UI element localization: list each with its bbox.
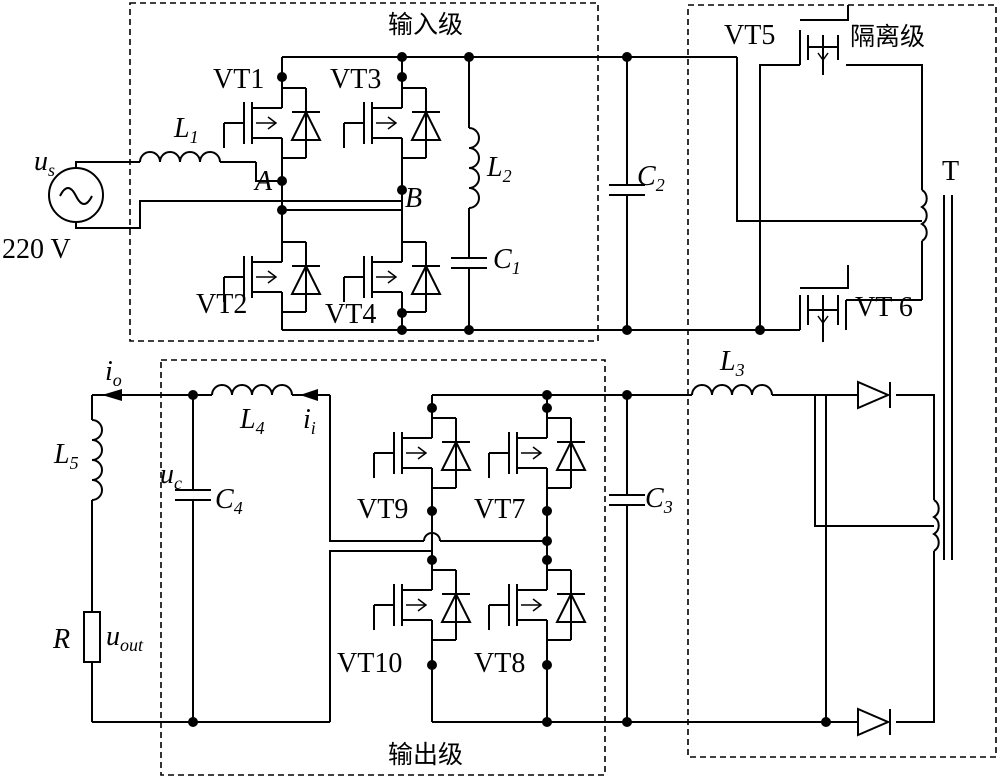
vt7-switch xyxy=(488,407,586,499)
output-stage-title: 输出级 xyxy=(388,740,463,769)
L5-label: L5 xyxy=(53,439,79,473)
vt6-label: VT 6 xyxy=(855,292,913,323)
vt1-label: VT1 xyxy=(213,64,264,95)
vt10-switch xyxy=(373,559,471,651)
R-label: R xyxy=(52,624,70,655)
input-stage-title: 输入级 xyxy=(388,10,463,39)
C4-label: C4 xyxy=(215,484,243,518)
vt2-label: VT2 xyxy=(196,289,247,320)
vt10-label: VT10 xyxy=(337,648,402,679)
output-stage-box xyxy=(160,359,606,776)
node-b-label: B xyxy=(405,183,422,214)
vt5-label: VT5 xyxy=(724,20,775,51)
transformer-label: T xyxy=(942,156,959,187)
isolation-stage-title: 隔离级 xyxy=(850,22,925,51)
L3-label: L3 xyxy=(719,346,745,380)
node-a-label: A xyxy=(253,166,273,197)
C1-label: C1 xyxy=(493,244,521,278)
L2-label: L2 xyxy=(486,152,512,186)
input-stage-box xyxy=(129,2,599,342)
uout-label: uout xyxy=(106,621,144,655)
vt7-label: VT7 xyxy=(474,494,525,525)
L4-label: L4 xyxy=(239,404,265,438)
vt3-label: VT3 xyxy=(330,64,381,95)
vt8-switch xyxy=(488,559,586,651)
uc-label: uc xyxy=(160,459,182,493)
C2-label: C2 xyxy=(637,161,665,195)
vt9-switch xyxy=(373,407,471,499)
voltage-label: 220 V xyxy=(2,234,71,265)
io-label: io xyxy=(105,356,122,390)
isolation-stage-box xyxy=(687,4,997,758)
L1-label: L1 xyxy=(173,113,199,147)
us-label: us xyxy=(34,146,55,180)
vt9-label: VT9 xyxy=(357,494,408,525)
ii-label: ii xyxy=(303,404,316,438)
vt8-label: VT8 xyxy=(474,648,525,679)
C3-label: C3 xyxy=(645,483,673,517)
vt4-label: VT4 xyxy=(325,299,376,330)
load-resistor xyxy=(83,611,101,663)
